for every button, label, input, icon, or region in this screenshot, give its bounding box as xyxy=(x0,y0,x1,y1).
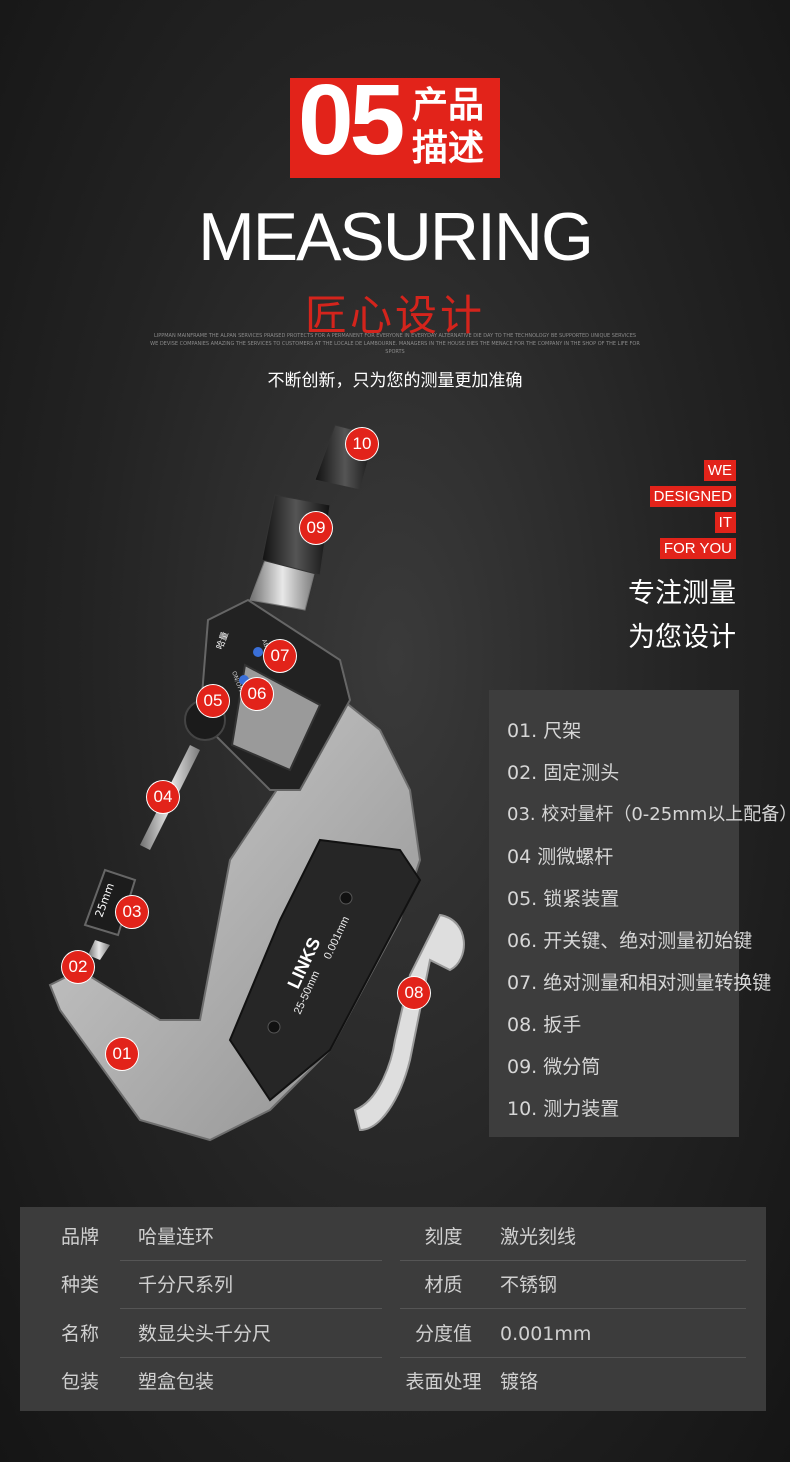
divider xyxy=(400,1260,746,1261)
callout-05: 05 xyxy=(197,685,229,717)
spec-value: 不锈钢 xyxy=(500,1274,558,1296)
table-row: 品牌 哈量连环 刻度 激光刻线 xyxy=(20,1213,766,1262)
spec-value: 数显尖头千分尺 xyxy=(138,1323,272,1345)
list-item: 09. 微分筒 xyxy=(507,1056,601,1078)
parts-list: 01. 尺架 02. 固定测头 03. 校对量杆（0-25mm以上配备） 04 … xyxy=(489,690,790,1137)
spec-value: 塑盒包装 xyxy=(138,1371,215,1393)
list-item: 07. 绝对测量和相对测量转换键 xyxy=(507,972,772,994)
divider xyxy=(120,1357,382,1358)
spec-value: 激光刻线 xyxy=(500,1226,577,1248)
frame-insert xyxy=(228,838,422,1102)
spec-key: 刻度 xyxy=(424,1226,463,1248)
page-subtitle: 匠心设计 xyxy=(304,291,485,340)
list-item: 03. 校对量杆（0-25mm以上配备） xyxy=(507,804,790,825)
list-item: 08. 扳手 xyxy=(507,1014,582,1036)
fine-print: LIPPMAN MAINFRAME THE ALPAN SERVICES PRA… xyxy=(150,333,640,355)
callout-01: 01 xyxy=(106,1038,138,1070)
spec-key: 品牌 xyxy=(60,1226,99,1248)
list-item: 06. 开关键、绝对测量初始键 xyxy=(507,930,753,952)
callout-02: 02 xyxy=(62,951,94,983)
list-item: 01. 尺架 xyxy=(507,720,582,742)
page-title: MEASURING xyxy=(198,199,594,275)
divider xyxy=(400,1357,746,1358)
callout-08: 08 xyxy=(398,977,430,1009)
callout-09: 09 xyxy=(300,512,332,544)
list-item: 02. 固定测头 xyxy=(507,762,620,784)
callout-03: 03 xyxy=(116,896,148,928)
tag-for-you: FOR YOU xyxy=(659,538,736,559)
spec-value: 0.001mm xyxy=(500,1323,592,1345)
divider xyxy=(120,1260,382,1261)
table-row: 种类 千分尺系列 材质 不锈钢 xyxy=(20,1261,766,1310)
micrometer-illustration: LINKS 25-50mm 0.001mm 哈量 ABS/INC ON/OFF … xyxy=(48,424,465,1142)
focus-line1: 专注测量 xyxy=(628,578,736,609)
table-row: 包装 塑盒包装 表面处理 镀铬 xyxy=(20,1358,766,1407)
tag-designed: DESIGNED xyxy=(649,486,736,507)
list-item: 04 测微螺杆 xyxy=(507,846,614,868)
focus-text: 专注测量 为您设计 xyxy=(628,572,736,660)
slogan: 不断创新，只为您的测量更加准确 xyxy=(267,371,523,391)
spec-value: 镀铬 xyxy=(500,1371,539,1393)
list-item: 05. 锁紧装置 xyxy=(507,888,620,910)
spec-key: 材质 xyxy=(424,1274,463,1296)
section-label-line1: 产品 xyxy=(412,85,485,126)
callout-10: 10 xyxy=(346,428,378,460)
spec-table: 品牌 哈量连环 刻度 激光刻线 种类 千分尺系列 材质 不锈钢 名称 数显尖头千… xyxy=(20,1207,766,1411)
spec-key: 分度值 xyxy=(414,1323,472,1345)
divider xyxy=(120,1308,382,1309)
spec-key: 包装 xyxy=(60,1371,99,1393)
section-number: 05 xyxy=(298,64,405,176)
spec-key: 种类 xyxy=(60,1274,99,1296)
spec-key: 表面处理 xyxy=(405,1371,482,1393)
callout-07: 07 xyxy=(264,640,296,672)
tag-we: WE xyxy=(703,460,736,481)
table-row: 名称 数显尖头千分尺 分度值 0.001mm xyxy=(20,1310,766,1359)
tag-it: IT xyxy=(714,512,736,533)
divider xyxy=(400,1308,746,1309)
design-tags: WE DESIGNED IT FOR YOU xyxy=(649,460,736,564)
callout-06: 06 xyxy=(241,678,273,710)
section-badge: 05 产品 描述 xyxy=(290,70,500,178)
focus-line2: 为您设计 xyxy=(628,622,736,653)
spec-value: 哈量连环 xyxy=(138,1226,215,1248)
callout-04: 04 xyxy=(147,781,179,813)
spec-key: 名称 xyxy=(60,1323,99,1345)
spec-value: 千分尺系列 xyxy=(138,1274,234,1296)
spanner xyxy=(353,913,465,1132)
section-label-line2: 描述 xyxy=(412,128,485,169)
list-item: 10. 测力装置 xyxy=(507,1098,620,1120)
